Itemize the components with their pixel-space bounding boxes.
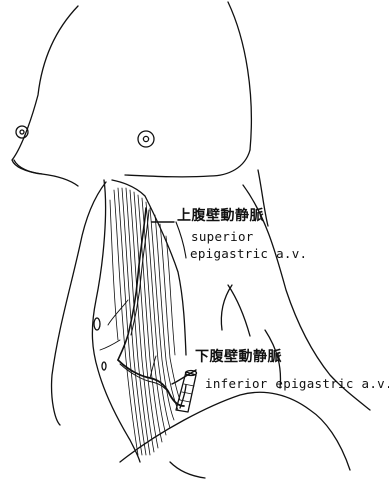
left-torso-outline <box>12 6 78 186</box>
nodule <box>102 362 106 370</box>
umbilicus <box>94 318 100 330</box>
femoral-vessel <box>176 372 196 412</box>
vessel-branch <box>100 340 120 350</box>
left-nipple-center <box>20 130 24 134</box>
right-nipple-center <box>143 136 148 141</box>
right-shoulder-outline <box>228 2 251 150</box>
inferior-epigastric-label-en: inferior epigastric a.v. <box>205 378 389 391</box>
vessel-branch <box>108 300 128 325</box>
right-nipple <box>138 131 154 147</box>
belly-shadow <box>221 285 232 330</box>
pubic-line <box>170 462 205 478</box>
left-flank-outline <box>52 182 106 425</box>
inferior-epigastric-label-jp: 下腹壁動静脈 <box>195 350 282 364</box>
rectus-muscle-fibers <box>110 188 180 455</box>
right-breast-outline <box>125 150 250 177</box>
hip-crease <box>228 285 250 336</box>
superior-epigastric-label-en-line2: epigastric a.v. <box>190 248 307 261</box>
thigh-line <box>120 392 350 470</box>
superior-leader-line-tail <box>176 222 186 258</box>
lower-abdomen-line <box>180 385 186 408</box>
superior-epigastric-label-jp: 上腹壁動静脈 <box>177 209 264 223</box>
superior-epigastric-label-en-line1: superior <box>191 231 254 244</box>
